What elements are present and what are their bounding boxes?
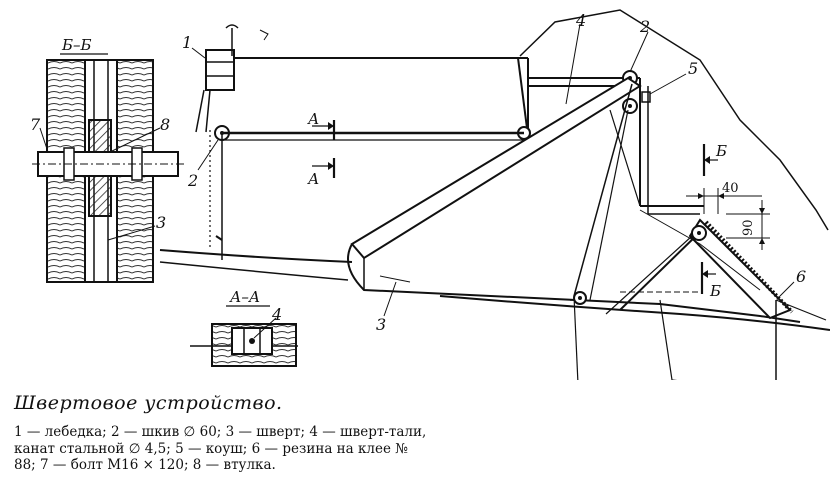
legend-item-6: 6 — резина на клее № 88; [14,440,409,474]
label-2-left: 2 [187,171,198,190]
label-3-section: 3 [156,213,166,232]
tackle-cable [573,83,633,297]
rubber-strip [704,220,794,314]
label-2-main: 2 [639,17,650,36]
thimble [641,91,651,103]
winch [195,24,269,133]
legend-item-8: 8 — втулка. [192,457,276,473]
section-mark-a-bottom: А [307,170,319,188]
legend: 1 — лебедка; 2 — шкив ∅ 60; 3 — шверт; 4… [14,424,434,474]
section-bb-title: Б–Б [61,36,92,54]
legend-item-2: 2 — шкив ∅ 60; [111,424,226,440]
section-aa: А–А 4 [190,288,298,367]
label-3-main: 3 [376,315,386,334]
keel-line [439,295,830,331]
section-aa-title: А–А [229,288,260,306]
hull-outline-top [519,9,829,231]
label-7: 7 [30,115,41,134]
section-mark-b-top: Б [715,142,727,160]
centerboard-lower-edge [347,243,801,323]
label-4-section: 4 [271,305,282,324]
legend-item-3: 3 — шверт; [225,424,310,440]
caption-title: Швертовое устройство. [14,392,283,414]
label-8: 8 [160,115,170,134]
legend-item-5: 5 — коуш; [175,440,252,457]
centerboard-diagonal-edge [350,76,642,260]
section-bb: Б–Б 7 8 3 [30,36,186,283]
dimension-40: 40 [722,181,739,196]
main-view: 1 3 [159,9,830,380]
legend-item-7: 7 — болт М16 × 120; [40,457,193,473]
label-5: 5 [688,59,698,78]
legend-item-4: 4 — шверт-тали, канат стальной ∅ 4,5; [14,424,427,457]
label-6: 6 [796,267,806,286]
section-mark-a-top: А [307,110,319,128]
label-4-main: 4 [575,11,586,30]
section-mark-b-bottom: Б [709,282,721,300]
label-1: 1 [182,33,192,52]
legend-item-1: 1 — лебедка; [14,424,111,440]
centerboard-drawing: Б–Б 7 8 3 А–А 4 [30,9,830,380]
dimension-90: 90 [741,219,756,236]
